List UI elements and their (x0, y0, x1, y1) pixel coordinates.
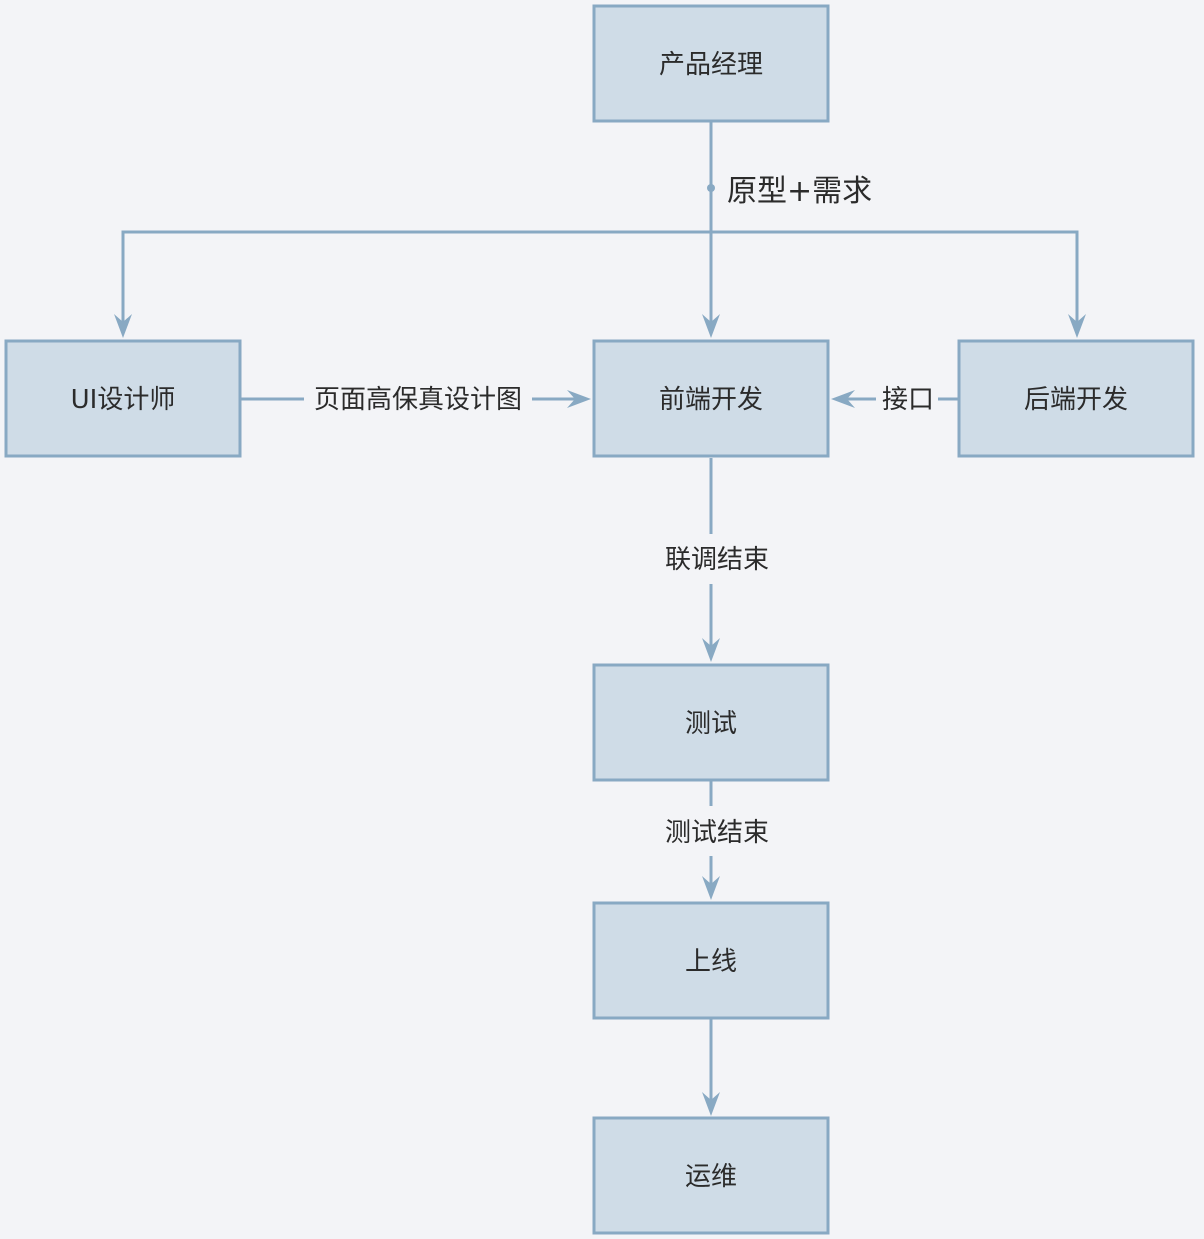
node-testing[interactable]: 测试 (592, 663, 830, 782)
edge-label-api: 接口 (876, 378, 938, 420)
node-ui-designer[interactable]: UI设计师 (4, 339, 242, 458)
node-frontend-label: 前端开发 (659, 385, 763, 415)
svg-text:接口: 接口 (882, 385, 934, 415)
node-product-manager-label: 产品经理 (659, 50, 763, 80)
node-frontend[interactable]: 前端开发 (592, 339, 830, 458)
node-ui-designer-label: UI设计师 (71, 385, 176, 415)
node-backend-label: 后端开发 (1024, 385, 1128, 415)
arrowhead-to-launch (702, 876, 720, 900)
arrowhead-to-backend (1068, 314, 1086, 338)
svg-text:测试结束: 测试结束 (665, 818, 769, 848)
edge-junction-dot (707, 184, 715, 192)
arrowhead-to-ops (702, 1092, 720, 1116)
node-launch[interactable]: 上线 (592, 901, 830, 1020)
arrowhead-to-testing (702, 638, 720, 662)
node-ops[interactable]: 运维 (592, 1116, 830, 1235)
node-launch-label: 上线 (685, 947, 737, 977)
node-testing-label: 测试 (685, 709, 737, 739)
edge-branch-horizontal (121, 230, 1079, 322)
svg-text:联调结束: 联调结束 (665, 545, 769, 575)
arrowhead-backend-to-frontend (831, 390, 855, 408)
edge-label-hifi-design: 页面高保真设计图 (304, 378, 532, 420)
edge-label-prototype-requirements: 原型+需求 (722, 168, 884, 210)
svg-text:原型+需求: 原型+需求 (727, 174, 872, 209)
svg-text:页面高保真设计图: 页面高保真设计图 (314, 385, 522, 415)
arrowhead-ui-to-frontend (567, 390, 591, 408)
node-ops-label: 运维 (685, 1162, 737, 1192)
edge-label-testing-done: 测试结束 (656, 806, 778, 856)
node-backend[interactable]: 后端开发 (957, 339, 1195, 458)
arrowhead-to-frontend-top (702, 314, 720, 338)
node-product-manager[interactable]: 产品经理 (592, 4, 830, 123)
arrowhead-to-ui-designer (114, 314, 132, 338)
edge-label-integration-done: 联调结束 (656, 534, 778, 584)
